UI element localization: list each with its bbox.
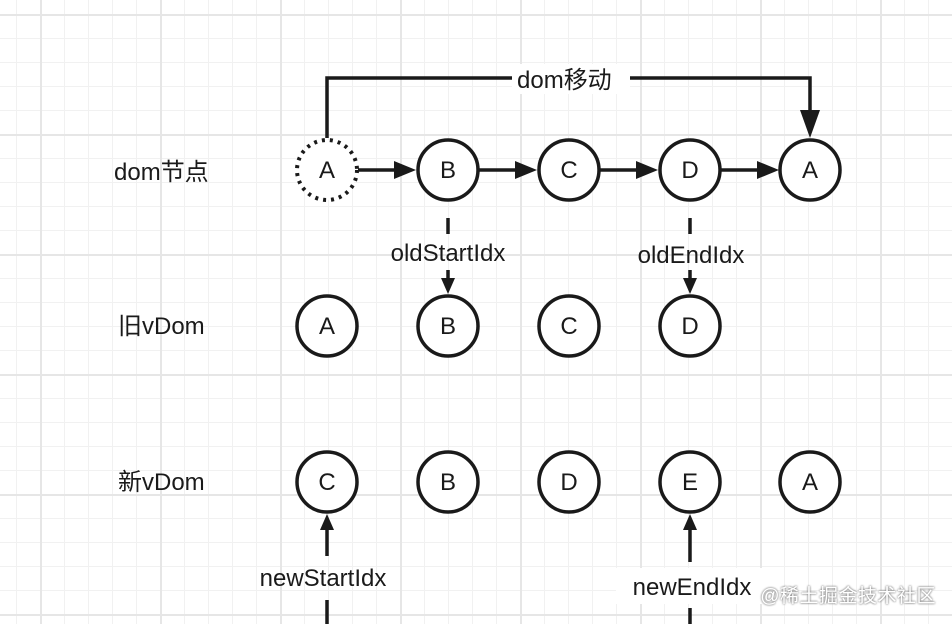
row-label-old-vdom: 旧vDom [118,313,205,340]
dom-node-4-label: D [681,157,698,184]
dom-move-arrowhead [800,110,820,138]
old-end-arrowhead [683,278,697,294]
new-end-label: newEndIdx [633,574,752,601]
old-node-4: D [658,294,722,358]
dom-move-label-bg [512,64,630,94]
row-label-dom: dom节点 [114,159,209,186]
new-node-2: B [416,450,480,514]
new-start-label: newStartIdx [260,565,387,592]
old-node-2-label: B [440,313,456,340]
dom-arrow-2-head [515,161,537,179]
old-node-2: B [416,294,480,358]
old-node-3: C [537,294,601,358]
new-start-arrowhead [320,514,334,530]
dom-node-4: D [658,138,722,202]
old-start-arrowhead [441,278,455,294]
old-start-pointer: oldStartIdx [391,218,506,294]
dom-arrow-1-head [394,161,416,179]
dom-arrow-3-head [636,161,658,179]
dom-move-label: dom移动 [517,67,612,94]
new-node-2-label: B [440,469,456,496]
new-end-arrowhead [683,514,697,530]
new-end-pointer: newEndIdx [616,514,766,624]
dom-arrow-4-head [757,161,779,179]
row-label-new-vdom: 新vDom [118,469,205,496]
dom-node-3: C [537,138,601,202]
old-node-1-label: A [319,313,335,340]
old-start-label: oldStartIdx [391,240,506,267]
new-node-3-label: D [560,469,577,496]
dom-node-5-label: A [802,157,818,184]
old-node-3-label: C [560,313,577,340]
dom-node-2: B [416,138,480,202]
old-node-4-label: D [681,313,698,340]
new-node-5-label: A [802,469,818,496]
old-end-label: oldEndIdx [638,242,745,269]
old-end-pointer: oldEndIdx [638,218,745,294]
dom-node-3-label: C [560,157,577,184]
old-node-1: A [295,294,359,358]
new-node-4-label: E [682,469,698,496]
dom-row-arrows [358,161,779,179]
new-node-3: D [537,450,601,514]
new-node-5: A [778,450,842,514]
new-end-label-bg [616,568,766,604]
dom-node-2-label: B [440,157,456,184]
watermark: @稀土掘金技术社区 [760,586,936,607]
new-node-1-label: C [318,469,335,496]
dom-node-1: A [295,138,359,202]
dom-node-5: A [778,138,842,202]
new-node-4: E [658,450,722,514]
dom-node-1-label: A [319,157,335,184]
new-node-1: C [295,450,359,514]
new-start-pointer: newStartIdx [260,514,387,624]
